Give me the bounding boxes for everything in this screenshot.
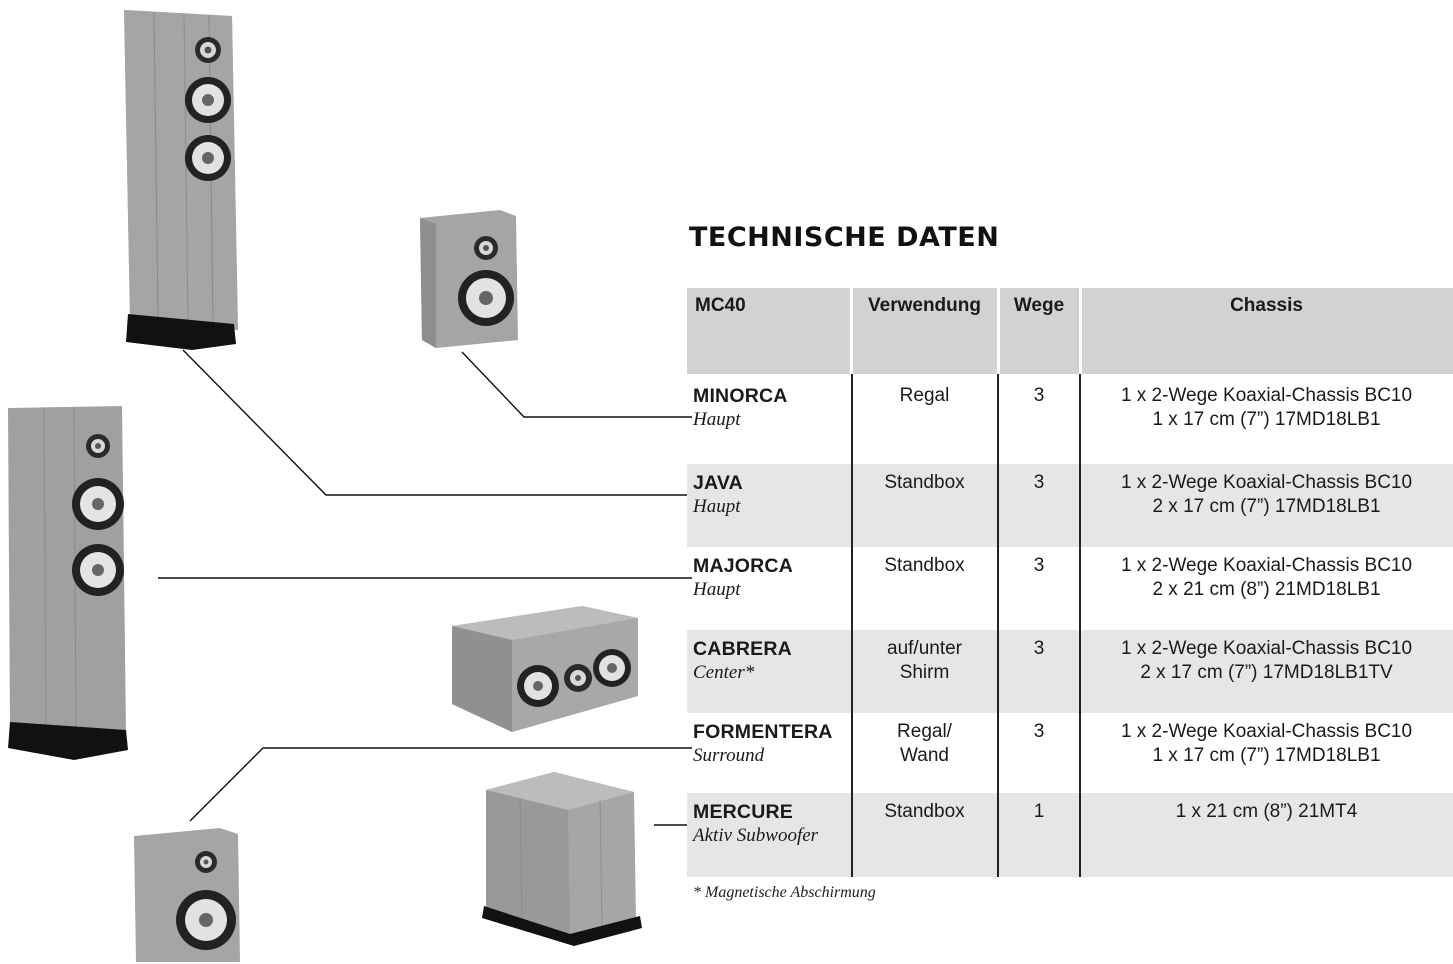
chassis-line: 1 x 21 cm (8”) 21MT4 — [1175, 801, 1358, 822]
header-chassis: Chassis — [1230, 295, 1303, 316]
header-separator — [1079, 288, 1082, 374]
page-title: TECHNISCHE DATEN — [689, 222, 1000, 253]
footnote: * Magnetische Abschirmung — [693, 884, 876, 901]
chassis-line: 2 x 17 cm (7”) 17MD18LB1 — [1152, 496, 1381, 517]
chassis-line: 1 x 2-Wege Koaxial-Chassis BC10 — [1120, 385, 1413, 406]
header-use: Verwendung — [868, 295, 981, 316]
use-line: Regal — [899, 385, 950, 406]
leader-line-minorca — [461, 351, 692, 418]
cabrera-speaker-image — [446, 604, 646, 740]
header-model: MC40 — [695, 295, 746, 316]
model-role: Haupt — [693, 496, 741, 517]
model-name: MINORCA — [693, 385, 788, 407]
use-line: Shirm — [899, 662, 950, 683]
chassis-line: 1 x 2-Wege Koaxial-Chassis BC10 — [1120, 721, 1413, 742]
model-role: Center* — [693, 662, 755, 683]
minorca-speaker-image — [420, 210, 520, 350]
model-role: Haupt — [693, 579, 741, 600]
chassis-line: 2 x 17 cm (7”) 17MD18LB1TV — [1140, 662, 1393, 683]
column-rule — [851, 374, 853, 877]
chassis-line: 2 x 21 cm (8”) 21MD18LB1 — [1152, 579, 1381, 600]
use-line: Wand — [900, 745, 949, 766]
mercure-subwoofer-image — [480, 770, 646, 946]
majorca-speaker-image — [4, 404, 130, 760]
ways-value: 1 — [1033, 801, 1045, 822]
model-name: FORMENTERA — [693, 721, 833, 743]
chassis-line: 1 x 17 cm (7”) 17MD18LB1 — [1152, 409, 1381, 430]
chassis-line: 1 x 2-Wege Koaxial-Chassis BC10 — [1120, 472, 1413, 493]
table-header-row: MC40 Verwendung Wege Chassis — [687, 288, 1453, 374]
column-rule — [1079, 374, 1081, 877]
model-role: Aktiv Subwoofer — [693, 825, 819, 846]
ways-value: 3 — [1033, 555, 1045, 576]
formentera-speaker-image — [134, 828, 244, 962]
column-rule — [997, 374, 999, 877]
ways-value: 3 — [1033, 472, 1045, 493]
header-separator — [850, 288, 853, 374]
chassis-line: 1 x 2-Wege Koaxial-Chassis BC10 — [1120, 555, 1413, 576]
model-role: Surround — [693, 745, 765, 766]
use-line: Regal/ — [897, 721, 952, 742]
java-speaker-image — [124, 8, 240, 350]
ways-value: 3 — [1033, 385, 1045, 406]
ways-value: 3 — [1033, 721, 1045, 742]
use-line: Standbox — [884, 472, 965, 493]
use-line: auf/unter — [887, 638, 962, 659]
use-line: Standbox — [884, 555, 965, 576]
model-name: CABRERA — [693, 638, 792, 660]
chassis-line: 1 x 2-Wege Koaxial-Chassis BC10 — [1120, 638, 1413, 659]
use-line: Standbox — [884, 801, 965, 822]
model-name: MERCURE — [693, 801, 793, 823]
model-name: MAJORCA — [693, 555, 793, 577]
model-name: JAVA — [693, 472, 743, 494]
header-ways: Wege — [1013, 295, 1065, 316]
model-role: Haupt — [693, 409, 741, 430]
header-separator — [997, 288, 1000, 374]
ways-value: 3 — [1033, 638, 1045, 659]
chassis-line: 1 x 17 cm (7”) 17MD18LB1 — [1152, 745, 1381, 766]
leader-line-java — [182, 349, 692, 496]
